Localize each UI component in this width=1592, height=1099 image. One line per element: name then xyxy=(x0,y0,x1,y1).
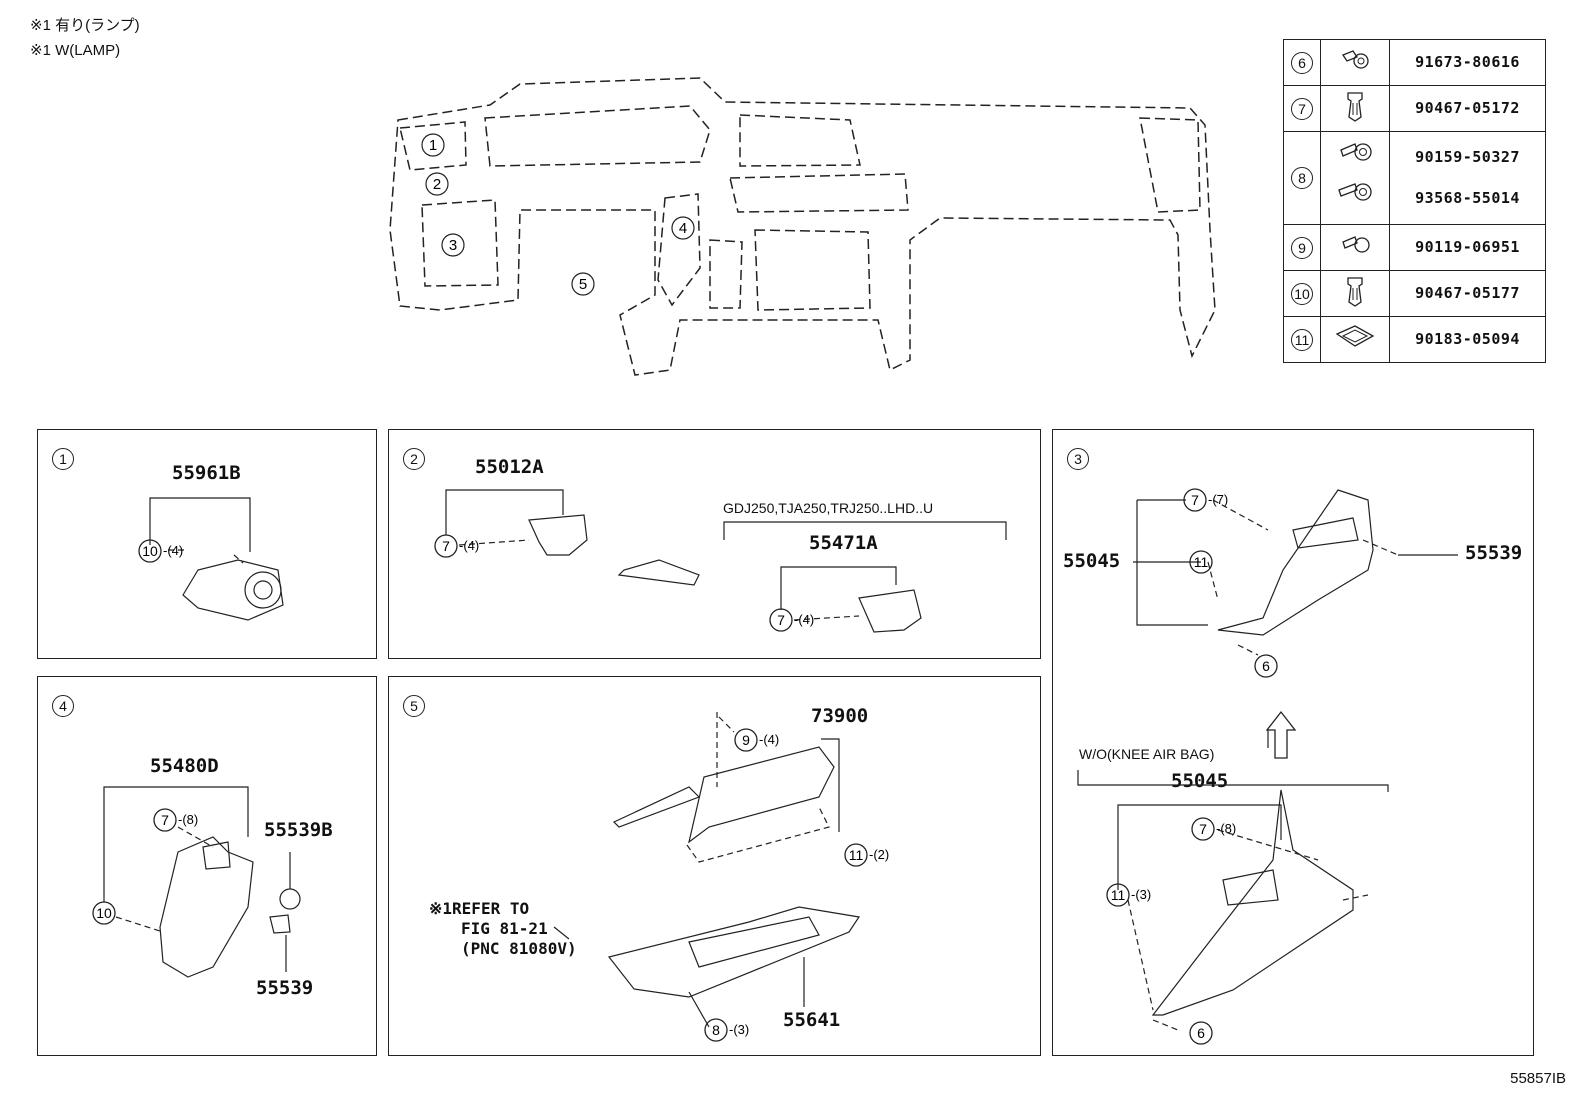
panel-number: 2 xyxy=(403,448,425,470)
overview-callout-1: 1 xyxy=(429,137,437,154)
ref-badge: 7 xyxy=(1291,97,1313,120)
panel-number: 3 xyxy=(1067,448,1089,470)
bolt-icon xyxy=(1338,142,1372,201)
ref-badge: 6 xyxy=(1291,51,1313,74)
fastener-qty: -(8) xyxy=(178,812,198,827)
panel-number: 1 xyxy=(52,448,74,470)
part-label: 55045 xyxy=(1063,550,1121,572)
arrow-up-icon xyxy=(1265,710,1297,759)
parts-row: 6 91673-80616 xyxy=(1283,39,1546,86)
overview-callout-3: 3 xyxy=(449,237,457,254)
detail-panel-1: 1 55961B 10 -(4) xyxy=(37,429,377,659)
lamp-note-jp: ※1 有り(ランプ) xyxy=(30,17,140,34)
parts-row: 7 90467-05172 xyxy=(1283,85,1546,132)
panel-number: 5 xyxy=(403,695,425,717)
refer-line-1: ※1REFER TO xyxy=(429,899,530,918)
side-part-label: 55539 xyxy=(1465,542,1523,564)
ref-badge: 11 xyxy=(1291,328,1313,351)
dashboard-overview: 1 2 3 4 5 xyxy=(389,77,1216,376)
lamp-note-en: ※1 W(LAMP) xyxy=(30,42,121,59)
part-number: 90159-50327 xyxy=(1415,148,1520,166)
fastener-qty: -(2) xyxy=(869,847,889,862)
part-number: 90119-06951 xyxy=(1415,238,1520,256)
ref-badge: 8 xyxy=(1291,167,1313,189)
overview-callout-5: 5 xyxy=(579,276,587,293)
ref-badge: 10 xyxy=(1291,282,1313,305)
part-number: 90183-05094 xyxy=(1415,330,1520,348)
fastener-ref: 7 xyxy=(1199,821,1207,837)
fastener-qty: -(3) xyxy=(1131,887,1151,902)
fastener-ref: 6 xyxy=(1197,1025,1205,1041)
fastener-ref: 11 xyxy=(1111,887,1126,903)
fastener-ref: 9 xyxy=(742,732,750,748)
cover-drawing: 7 -(4) 7 -(4) xyxy=(434,489,1007,633)
fastener-qty: -(8) xyxy=(1216,821,1236,836)
fastener-ref: 8 xyxy=(712,1022,720,1038)
condition-label: W/O(KNEE AIR BAG) xyxy=(1079,746,1215,762)
parts-table: 6 91673-80616 7 90467-05172 8 90159-5032… xyxy=(1283,39,1546,363)
refer-line-2: FIG 81-21 xyxy=(461,919,548,938)
part-number: 91673-80616 xyxy=(1415,53,1520,71)
side-part-label: 55539B xyxy=(264,819,333,841)
overview-callout-4: 4 xyxy=(679,220,687,237)
part-label: 55480D xyxy=(150,755,219,777)
lower-part-label: 55539 xyxy=(256,977,314,999)
detail-panel-5: 5 73900 ※1REFER TO FIG 81-21 (PNC 81080V… xyxy=(388,676,1041,1056)
screw-icon xyxy=(1342,50,1369,69)
fastener-ref: 6 xyxy=(1262,658,1270,674)
fastener-qty: -(3) xyxy=(729,1022,749,1037)
part-number: 93568-55014 xyxy=(1415,189,1520,207)
detail-panel-2: 2 55012A GDJ250,TJA250,TRJ250..LHD..U 55… xyxy=(388,429,1041,659)
parts-row: 11 90183-05094 xyxy=(1283,316,1546,363)
fastener-qty: -(4) xyxy=(759,732,779,747)
diagram-code: 55857IB xyxy=(1510,1070,1566,1087)
lower-panel-drawing: 7 11 6 7 11 6 -(7) -(8) -(3) xyxy=(1077,488,1458,1045)
ref-badge: 9 xyxy=(1291,236,1313,259)
part-label: 55961B xyxy=(172,462,241,484)
parts-row: 10 90467-05177 xyxy=(1283,270,1546,317)
lower-part-label: 55045 xyxy=(1171,770,1229,792)
refer-line-3: (PNC 81080V) xyxy=(461,939,577,958)
fastener-qty: -(7) xyxy=(1208,492,1228,507)
screw-icon xyxy=(1342,236,1370,253)
fastener-ref: 10 xyxy=(142,543,158,559)
fastener-qty: -(4) xyxy=(163,543,183,558)
parts-row: 9 90119-06951 xyxy=(1283,224,1546,271)
panel-number: 4 xyxy=(52,695,74,717)
fastener-ref: 7 xyxy=(442,538,450,554)
parts-row: 8 90159-50327 93568-55014 xyxy=(1283,131,1546,225)
bottom-part-label: 55641 xyxy=(783,1009,841,1031)
clip-icon xyxy=(1347,92,1363,122)
clip-icon xyxy=(1347,277,1363,307)
part-label: 55012A xyxy=(475,456,544,478)
glove-box-drawing: 9 -(4) 11 -(2) 8 -(3) xyxy=(553,712,889,1042)
fastener-ref: 11 xyxy=(849,847,864,863)
alt-fastener-qty: -(4) xyxy=(794,612,814,627)
part-number: 90467-05172 xyxy=(1415,99,1520,117)
fastener-ref: 7 xyxy=(161,812,169,828)
fastener-qty: -(4) xyxy=(459,538,479,553)
nut-clip-icon xyxy=(1335,325,1375,347)
kick-panel-drawing: 7 -(8) 10 xyxy=(92,786,301,978)
alt-fastener-ref: 7 xyxy=(777,612,785,628)
top-part-label: 73900 xyxy=(811,705,869,727)
condition-label: GDJ250,TJA250,TRJ250..LHD..U xyxy=(723,500,934,516)
part-number: 90467-05177 xyxy=(1415,284,1520,302)
overview-callout-2: 2 xyxy=(433,176,441,193)
fastener-ref: 10 xyxy=(96,905,112,921)
vent-drawing: 10 -(4) xyxy=(138,497,284,621)
alt-part-label: 55471A xyxy=(809,532,878,554)
detail-panel-3: 3 55045 55539 W/O(KNEE AIR BAG) 55045 7 … xyxy=(1052,429,1534,1056)
fastener-ref: 11 xyxy=(1194,554,1209,570)
fastener-ref: 7 xyxy=(1191,492,1199,508)
detail-panel-4: 4 55480D 55539B 55539 7 -(8) 10 xyxy=(37,676,377,1056)
